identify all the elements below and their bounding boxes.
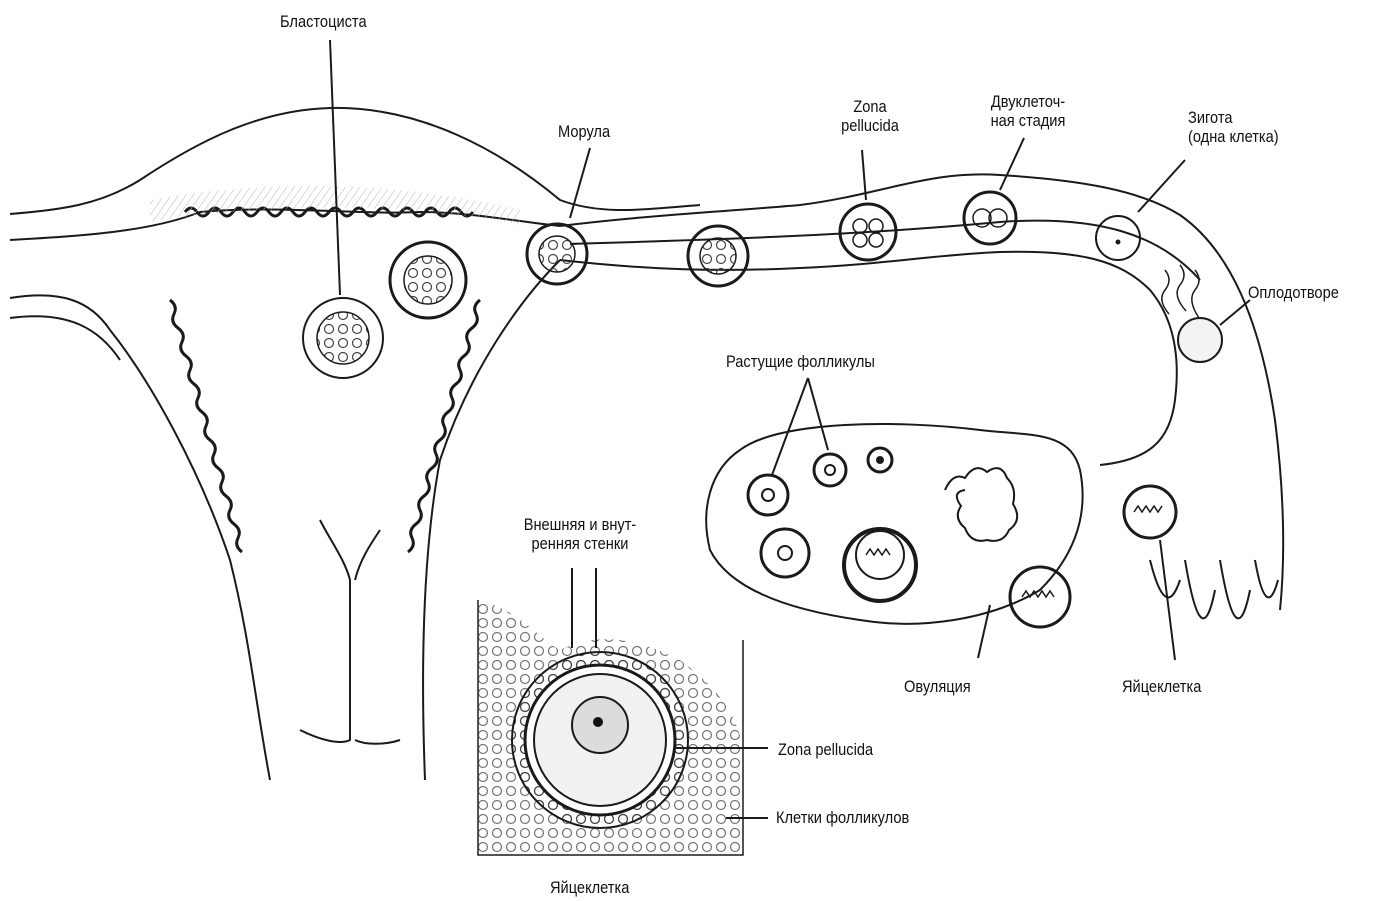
label-fertilization: Оплодотворе [1248,283,1339,302]
ovulated-oocyte [1010,567,1070,627]
embryo-stages [303,192,1140,378]
label-two-cell-stage: Двуклеточ- ная стадия [976,92,1079,130]
follicle-1 [748,475,788,515]
label-zona-pellucida-inset: Zona pellucida [778,740,873,759]
label-morula: Морула [558,122,610,141]
label-walls-line-2: ренняя стенки [520,534,640,553]
tube-inner-lumen [570,221,1200,280]
two-cell-stage [964,192,1016,244]
cervix-left [300,520,350,742]
label-zona-line-2: pellucida [827,116,913,135]
zygote [1096,216,1140,260]
label-zona-line-1: Zona [827,97,913,116]
ovary [706,424,1082,624]
label-zygote: Зигота (одна клетка) [1188,108,1279,146]
label-oocyte-bottom: Яйцеклетка [550,878,629,897]
cervix-right [355,530,400,744]
label-follicle-cells: Клетки фолликулов [776,808,909,827]
fertilized-egg [1178,318,1222,362]
label-growing-follicles: Растущие фолликулы [726,352,875,371]
label-zona-pellucida-top: Zona pellucida [827,97,913,135]
label-two-cell-line-2: ная стадия [976,111,1079,130]
label-zygote-line-2: (одна клетка) [1188,127,1279,146]
ovary-outline [706,424,1082,624]
ruptured-follicle [945,468,1017,541]
tube-upper-wall [560,174,1283,610]
label-walls-line-1: Внешняя и внут- [520,515,640,534]
label-ovulation: Овуляция [904,677,971,696]
label-follicle-walls: Внешняя и внут- ренняя стенки [520,515,640,553]
label-zygote-line-1: Зигота [1188,108,1279,127]
follicle-4 [761,529,809,577]
mature-follicle [844,529,916,601]
uterus-left-wall [10,295,270,780]
label-blastocyst: Бластоциста [280,12,367,31]
label-two-cell-line-1: Двуклеточ- [976,92,1079,111]
oocyte-inset [478,568,768,855]
label-oocyte-right: Яйцеклетка [1122,677,1201,696]
fallopian-tube [560,174,1283,618]
follicle-2 [814,454,846,486]
